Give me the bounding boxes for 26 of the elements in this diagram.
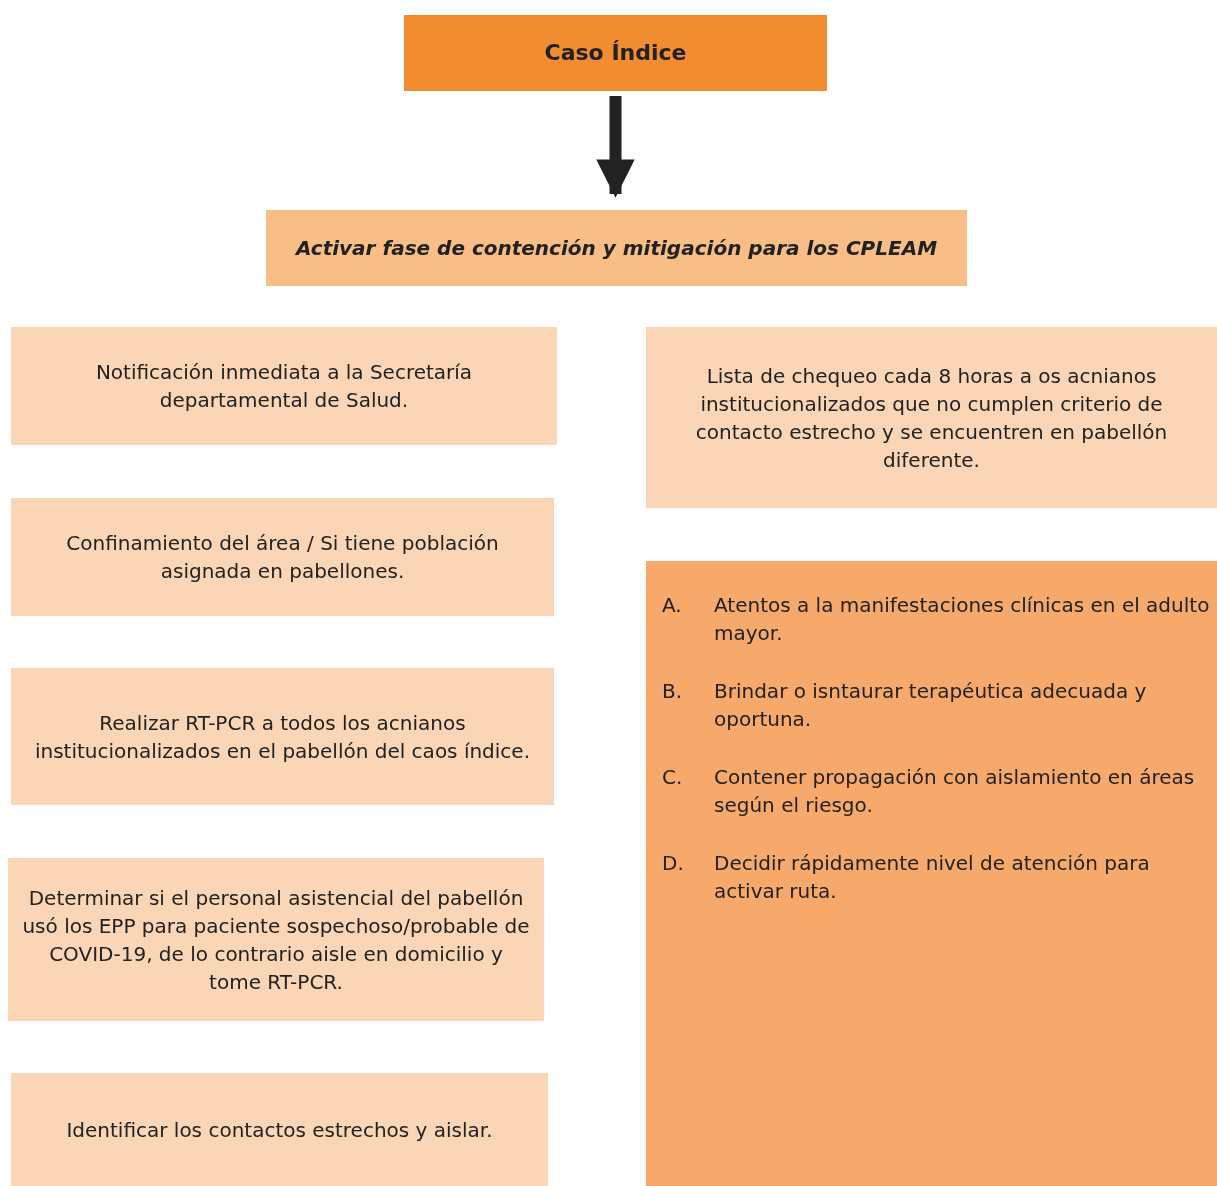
list-item-text: Atentos a la manifestaciones clínicas en el adulto mayor. — [714, 592, 1211, 647]
process-box — [11, 498, 554, 616]
step-text: Realizar RT-PCR a todos los acnianos institucionalizados en el pabellón del caos índice. — [33, 709, 532, 765]
step-text: Determinar si el personal asistencial del pabellón usó los EPP para paciente sospechoso/probable de COVID-19, de lo contrario aisle en domicilio y tome RT-PCR. — [22, 884, 530, 996]
step-text: Notificación inmediata a la Secretaría departamental de Salud. — [94, 359, 474, 414]
list-letter: D. — [662, 850, 685, 877]
header-box — [404, 15, 827, 91]
process-box — [11, 1073, 548, 1186]
process-box — [11, 668, 554, 805]
step-text: Activar fase de contención y mitigación para los CPLEAM — [295, 235, 938, 262]
list-letter: A. — [662, 592, 683, 619]
list-item-text: Decidir rápidamente nivel de atención para activar ruta. — [714, 850, 1151, 905]
process-box — [11, 327, 557, 445]
list-letter: C. — [662, 764, 684, 791]
phase-box — [266, 210, 967, 286]
process-box — [646, 327, 1217, 508]
step-text: Identificar los contactos estrechos y aislar. — [66, 1116, 493, 1144]
list-item-text: Brindar o isntaurar terapéutica adecuada y oportuna. — [714, 678, 1148, 733]
list-letter: B. — [662, 678, 684, 705]
heading-text: Caso Índice — [544, 38, 687, 67]
process-box — [8, 858, 544, 1021]
step-text: Confinamiento del área / Si tiene población asignada en pabellones. — [65, 530, 500, 585]
list-item-text: Contener propagación con aislamiento en áreas según el riesgo. — [714, 764, 1196, 819]
arrow — [596, 96, 635, 198]
step-text: Lista de chequeo cada 8 horas a os acnianos institucionalizados que no cumplen criterio de contacto estrecho y se encuentren en pabellón diferente. — [694, 362, 1169, 474]
list-box — [646, 561, 1217, 1186]
